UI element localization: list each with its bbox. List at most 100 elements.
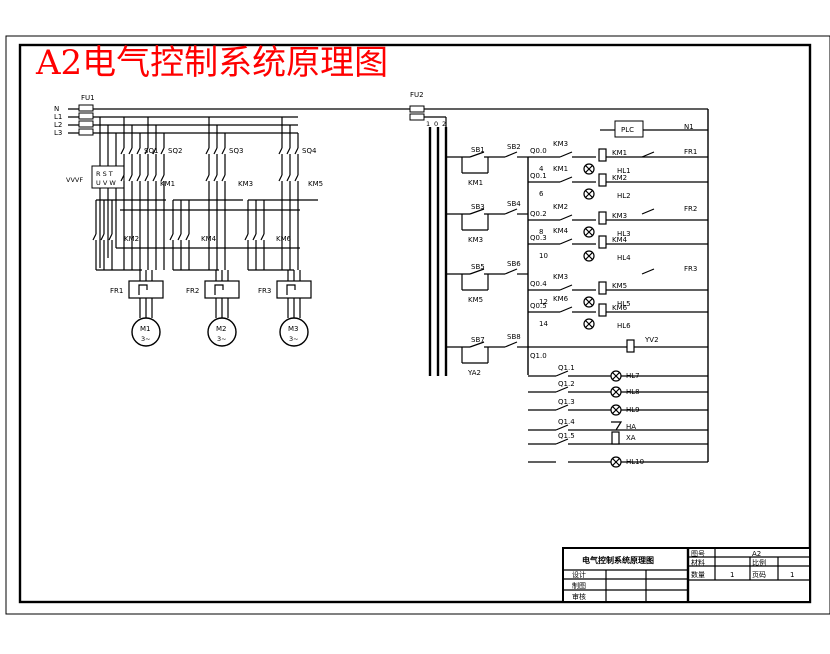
plc-output-label: Q1.4 xyxy=(558,418,575,426)
drawing-no-label: 图号 xyxy=(691,550,705,558)
bus-labels: N L1 L2 L3 xyxy=(54,105,62,137)
plc-output-label: Q0.4 xyxy=(530,280,547,288)
lamp-cross xyxy=(612,458,620,466)
plc-output-label: Q1.5 xyxy=(558,432,575,440)
lamp-cross xyxy=(585,298,593,306)
overload-contact-label: FR2 xyxy=(684,205,697,213)
horn-icon xyxy=(611,421,623,431)
pushbutton xyxy=(469,151,485,158)
main-contactor-label: KM1 xyxy=(160,180,175,188)
pushbutton xyxy=(469,268,485,275)
interlock-label: KM1 xyxy=(553,165,568,173)
plc-output-label: Q1.3 xyxy=(558,398,575,406)
overload-contact xyxy=(641,268,655,275)
motor-name: M2 xyxy=(216,325,227,333)
thermal-element xyxy=(286,284,296,295)
button-label: SB3 xyxy=(471,203,485,211)
breaker-label: SQ2 xyxy=(168,147,182,155)
reverse-contact xyxy=(260,233,265,241)
button-label: SB6 xyxy=(507,260,521,268)
contactor-contact xyxy=(152,174,157,182)
lamp-cross xyxy=(585,228,593,236)
scale-label: 比例 xyxy=(752,558,766,567)
control-bus: 1 0 2 xyxy=(424,116,448,376)
motor-name: M1 xyxy=(140,325,151,333)
motor-icon xyxy=(207,317,237,347)
breaker-contact xyxy=(152,147,157,155)
coil-label: KM4 xyxy=(612,236,628,244)
motor-type: 3~ xyxy=(141,335,151,343)
outer-border xyxy=(5,35,830,615)
breaker-contact xyxy=(221,147,226,155)
control-bus-2: 2 xyxy=(442,120,446,128)
button-label: SB8 xyxy=(507,333,521,341)
breaker-contact xyxy=(294,147,299,155)
terminal-number: 14 xyxy=(539,320,548,328)
review-label: 审核 xyxy=(572,592,586,601)
lamp-cross xyxy=(612,388,620,396)
interlock-label: KM3 xyxy=(553,140,568,148)
breaker-contact xyxy=(160,147,165,155)
bus-label-l3: L3 xyxy=(54,129,62,137)
breaker-contact xyxy=(136,147,141,155)
design-label: 设计 xyxy=(572,570,586,579)
overload-contact xyxy=(641,151,655,158)
lamp-cross xyxy=(585,320,593,328)
lamp-icon xyxy=(583,250,595,262)
bell-icon xyxy=(611,431,620,445)
lamp-label: HL6 xyxy=(617,322,631,330)
reverse-contact xyxy=(244,233,249,241)
thermal-element xyxy=(214,284,224,295)
plc-label: PLC xyxy=(621,126,634,134)
lamp-label: HL8 xyxy=(626,388,640,396)
overload-contact-label: FR3 xyxy=(684,265,697,273)
pushbutton xyxy=(504,208,518,215)
output-contact xyxy=(555,370,569,377)
motor-type: 3~ xyxy=(217,335,227,343)
page-value: 1 xyxy=(790,571,794,579)
overload-label: FR1 xyxy=(110,287,123,295)
pushbutton xyxy=(504,341,518,348)
contactor-contact xyxy=(286,174,291,182)
fuse-fu2-label: FU2 xyxy=(410,91,424,99)
terminal-number: 6 xyxy=(539,190,544,198)
contactor-contact xyxy=(144,174,149,182)
overload-relay xyxy=(128,280,164,299)
contactor-contact xyxy=(221,174,226,182)
coil-icon xyxy=(598,211,607,225)
breaker-contact xyxy=(286,147,291,155)
coil-label: KM2 xyxy=(612,174,627,182)
plc-output-label: Q1.1 xyxy=(558,364,575,372)
output-contact xyxy=(559,306,573,313)
motor-icon xyxy=(279,317,309,347)
reverse-contactor-label: KM2 xyxy=(124,235,139,243)
plc-output-label: Q0.2 xyxy=(530,210,547,218)
lamp-cross xyxy=(612,406,620,414)
power-bus xyxy=(68,108,708,134)
lamp-icon xyxy=(610,456,622,468)
lamp-icon xyxy=(583,226,595,238)
lamp-label: HL3 xyxy=(617,230,631,238)
motor-type: 3~ xyxy=(289,335,299,343)
latch-label: KM1 xyxy=(468,179,483,187)
alarm-label: HA xyxy=(626,423,636,431)
coil-label: KM5 xyxy=(612,282,627,290)
coil-icon xyxy=(598,235,607,249)
button-label: SB2 xyxy=(507,143,521,151)
reverse-contact xyxy=(100,233,105,241)
breaker-label: SQ4 xyxy=(302,147,317,155)
lamp-cross xyxy=(585,190,593,198)
main-contactor-label: KM5 xyxy=(308,180,323,188)
reverse-contact xyxy=(169,233,174,241)
draw-label: 制图 xyxy=(572,581,586,590)
control-bus-1: 1 xyxy=(426,120,430,128)
fuse-fu1: FU1 xyxy=(78,94,95,136)
pushbutton xyxy=(469,341,485,348)
fuse-fu1-label: FU1 xyxy=(81,94,95,102)
breaker-contact xyxy=(128,147,133,155)
coil-icon xyxy=(598,281,607,295)
button-label: SB7 xyxy=(471,336,485,344)
lamp-cross xyxy=(612,372,620,380)
